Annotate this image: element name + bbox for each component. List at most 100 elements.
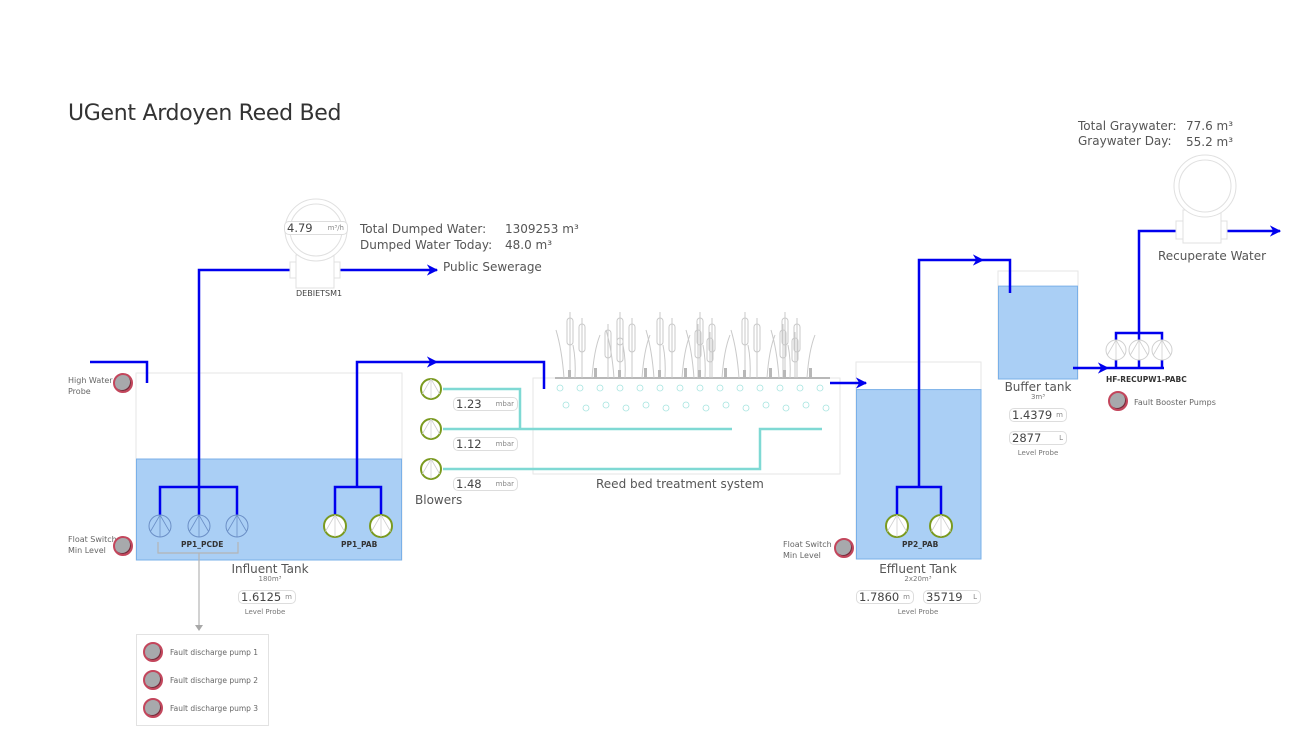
blower-2-pressure-readout: 1.12 mbar <box>453 437 518 451</box>
blower-3-pressure-readout: 1.48 mbar <box>453 477 518 491</box>
bubble <box>816 384 824 392</box>
booster-pump-a[interactable] <box>1105 339 1127 361</box>
bubble <box>562 401 570 409</box>
blower-2-pressure-unit: mbar <box>495 440 514 448</box>
blower-1-pressure-readout: 1.23 mbar <box>453 397 518 411</box>
pump-group-pp1-pcde-label: PP1_PCDE <box>181 540 224 549</box>
influent-float-switch-indicator[interactable] <box>113 536 133 556</box>
pump-pp2-pb[interactable] <box>929 514 953 538</box>
bubble <box>802 401 810 409</box>
fault-booster-pumps-indicator[interactable] <box>1108 391 1128 411</box>
booster-pump-c[interactable] <box>1151 339 1173 361</box>
sewer-flow-unit: m³/h <box>327 224 344 232</box>
bubble <box>702 404 710 412</box>
buffer-tank-name: Buffer tank <box>1004 380 1072 394</box>
bubble <box>556 384 564 392</box>
effluent-float-switch-indicator[interactable] <box>834 538 854 558</box>
bubble <box>662 404 670 412</box>
reed-plants <box>555 312 816 379</box>
sewer-flowmeter-tag[interactable]: DEBIETSM1 <box>296 289 343 298</box>
bubble <box>636 384 644 392</box>
aeration-bubbles <box>556 384 830 412</box>
fault-label: Fault discharge pump 2 <box>170 675 259 685</box>
blower-3-pressure-value: 1.48 <box>456 477 482 491</box>
pcde-bracket <box>157 542 239 625</box>
fault-row: Fault discharge pump 1 <box>143 641 258 663</box>
high-water-label-line2: Probe <box>68 387 91 396</box>
influent-tank-volume: 180m³ <box>258 575 282 583</box>
bubble <box>676 384 684 392</box>
recuperate-water-label: Recuperate Water <box>1158 249 1267 263</box>
fault-link-arrow <box>195 625 203 631</box>
influent-level-value: 1.6125 <box>241 590 282 604</box>
booster-pump-b[interactable] <box>1128 339 1150 361</box>
bubble <box>616 384 624 392</box>
pump-pp1-pb[interactable] <box>369 514 393 538</box>
reed-cluster <box>730 312 799 379</box>
blower-3[interactable] <box>420 458 442 480</box>
effluent-tank-name: Effluent Tank <box>879 562 957 576</box>
graywater-day-value: 55.2 m³ <box>1186 135 1234 149</box>
bubble <box>742 404 750 412</box>
total-graywater-label: Total Graywater: <box>1078 119 1177 133</box>
effluent-level-unit: m <box>903 593 910 601</box>
fault-booster-pumps-label: Fault Booster Pumps <box>1134 398 1216 407</box>
blower-1-pressure-value: 1.23 <box>456 397 482 411</box>
pump-pp1-pa[interactable] <box>323 514 347 538</box>
fault-discharge-pump-2-indicator[interactable] <box>143 670 163 690</box>
total-graywater-value: 77.6 m³ <box>1186 119 1234 133</box>
effluent-tank-volume: 2x20m³ <box>904 575 932 583</box>
buffer-volume-unit: L <box>1059 434 1063 442</box>
effluent-level-probe-label: Level Probe <box>897 608 939 616</box>
fault-discharge-pump-3-indicator[interactable] <box>143 698 163 718</box>
fault-label: Fault discharge pump 3 <box>170 703 259 713</box>
blower-1[interactable] <box>420 378 442 400</box>
dumped-today-value: 48.0 m³ <box>505 238 553 252</box>
buffer-level-probe-label: Level Probe <box>1017 449 1059 457</box>
fault-label: Fault discharge pump 1 <box>170 647 259 657</box>
buffer-volume-readout: 2877 L <box>1009 431 1067 445</box>
blowers-label: Blowers <box>415 493 463 507</box>
high-water-label-line1: High Water <box>68 376 113 385</box>
reed-cluster <box>685 312 731 379</box>
bubble <box>822 404 830 412</box>
reed-cluster <box>645 312 714 379</box>
bubble <box>596 384 604 392</box>
fault-row: Fault discharge pump 2 <box>143 669 258 691</box>
total-dumped-value: 1309253 m³ <box>505 222 579 236</box>
pump-pp1-pe[interactable] <box>225 514 249 538</box>
page-title: UGent Ardoyen Reed Bed <box>68 101 342 126</box>
influent-level-unit: m <box>285 593 292 601</box>
blower-3-pressure-unit: mbar <box>495 480 514 488</box>
graywater-day-label: Graywater Day: <box>1078 134 1172 148</box>
dumped-today-label: Dumped Water Today: <box>360 238 493 252</box>
influent-float-label-line2: Min Level <box>68 546 106 555</box>
fault-row: Fault discharge pump 3 <box>143 697 258 719</box>
air-pipes <box>443 387 822 471</box>
bubble <box>756 384 764 392</box>
pump-pp1-pd[interactable] <box>187 514 211 538</box>
pump-pp1-pc[interactable] <box>148 514 172 538</box>
bubble <box>656 384 664 392</box>
reed-cluster <box>770 312 816 379</box>
influent-level-readout: 1.6125 m <box>238 590 296 604</box>
public-sewerage-label: Public Sewerage <box>443 260 542 274</box>
effluent-volume-value: 35719 <box>926 590 963 604</box>
flowmeter-sewer-body <box>284 198 348 289</box>
effluent-level-readout: 1.7860 m <box>856 590 914 604</box>
fault-discharge-pump-1-indicator[interactable] <box>143 642 163 662</box>
flowmeter-recup-body <box>1173 154 1237 244</box>
bubble <box>796 384 804 392</box>
high-water-probe-indicator[interactable] <box>113 373 133 393</box>
water-pipes <box>90 225 1282 515</box>
total-dumped-label: Total Dumped Water: <box>360 222 487 236</box>
blower-2[interactable] <box>420 418 442 440</box>
high-water-probe-label: High Water Probe <box>68 375 113 397</box>
bubble <box>776 384 784 392</box>
bubble <box>622 404 630 412</box>
buffer-tank-volume: 3m³ <box>1030 393 1046 401</box>
bubble <box>576 384 584 392</box>
pump-pp2-pa[interactable] <box>885 514 909 538</box>
bubble <box>722 401 730 409</box>
